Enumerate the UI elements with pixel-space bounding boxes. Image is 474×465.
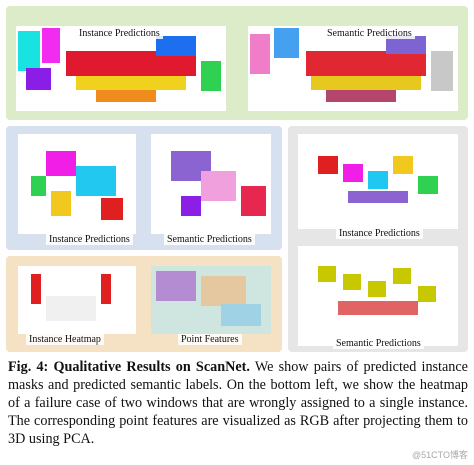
- watermark: @51CTO博客: [412, 450, 468, 460]
- label-bottom-left-b: Point Features: [178, 334, 242, 345]
- panel-bottom-left: Instance Heatmap Point Features: [6, 256, 282, 352]
- figure-caption: Fig. 4: Qualitative Results on ScanNet. …: [8, 358, 468, 448]
- panel-right: Instance Predictions Semantic Prediction…: [288, 126, 468, 352]
- caption-lead: Fig. 4: Qualitative Results on ScanNet.: [8, 359, 250, 375]
- label-right-top: Instance Predictions: [336, 228, 423, 239]
- label-top-right: Semantic Predictions: [324, 28, 415, 39]
- scene-right: [298, 134, 458, 346]
- label-right-bottom: Semantic Predictions: [333, 338, 424, 349]
- scene-mid-left: [18, 134, 271, 234]
- panel-top: Instance Predictions Semantic Prediction…: [6, 6, 468, 120]
- scene-top: [16, 26, 458, 111]
- label-top-left: Instance Predictions: [76, 28, 163, 39]
- label-bottom-left-a: Instance Heatmap: [26, 334, 104, 345]
- caption-body: We show pairs of predicted instance mask…: [8, 359, 468, 447]
- panel-mid-left: Instance Predictions Semantic Prediction…: [6, 126, 282, 250]
- scene-bottom-left: [18, 266, 271, 334]
- label-mid-left-b: Semantic Predictions: [164, 234, 255, 245]
- label-mid-left-a: Instance Predictions: [46, 234, 133, 245]
